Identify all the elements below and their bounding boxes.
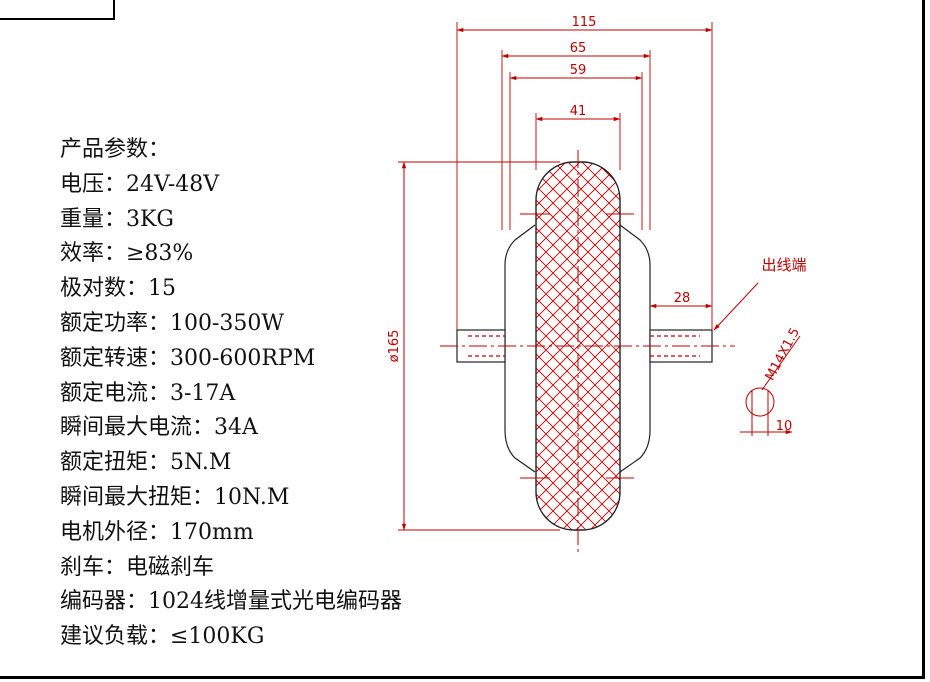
dim-shaft-length: 28 [674, 291, 691, 306]
spec-load: 建议负载：≤100KG [60, 624, 265, 650]
spec-encoder: 编码器：1024线增量式光电编码器 [60, 589, 402, 615]
callout-cable-outlet: 出线端 [761, 256, 806, 274]
shaft-end-detail [740, 335, 801, 436]
spec-peak-current: 瞬间最大电流：34A [60, 415, 258, 441]
dim-outer-diameter: ø165 [387, 330, 402, 363]
spec-rated-torque: 额定扭矩：5N.M [60, 450, 232, 476]
dim-axle-span: 65 [570, 41, 587, 56]
spec-efficiency: 效率：≥83% [60, 241, 194, 267]
dimension-lines [401, 27, 759, 531]
dim-overall-width: 115 [572, 15, 597, 30]
dim-flat-width: 10 [776, 419, 793, 434]
spec-weight: 重量：3KG [60, 206, 175, 232]
spec-list: 产品参数： 电压：24V-48V 重量：3KG 效率：≥83% 极对数：15 额… [60, 133, 402, 655]
spec-brake: 刹车：电磁刹车 [60, 554, 215, 580]
spec-outer-diameter: 电机外径：170mm [60, 519, 254, 545]
tick-marks [520, 213, 634, 479]
dim-hub-width: 59 [570, 63, 587, 78]
spec-peak-torque: 瞬间最大扭矩：10N.M [60, 484, 290, 510]
spec-voltage: 电压：24V-48V [60, 171, 220, 197]
spec-pole-pairs: 极对数：15 [60, 276, 176, 302]
spec-title: 产品参数： [60, 137, 171, 162]
center-lines [440, 150, 735, 555]
dim-thread-spec: M14X1.5 [763, 326, 803, 384]
spec-rated-current: 额定电流：3-17A [60, 380, 236, 406]
spec-rated-speed: 额定转速：300-600RPM [60, 345, 316, 371]
extension-lines [398, 22, 713, 531]
spec-rated-power: 额定功率：100-350W [60, 310, 285, 336]
title-block-tab [0, 0, 115, 20]
dim-tire-width: 41 [570, 104, 587, 119]
